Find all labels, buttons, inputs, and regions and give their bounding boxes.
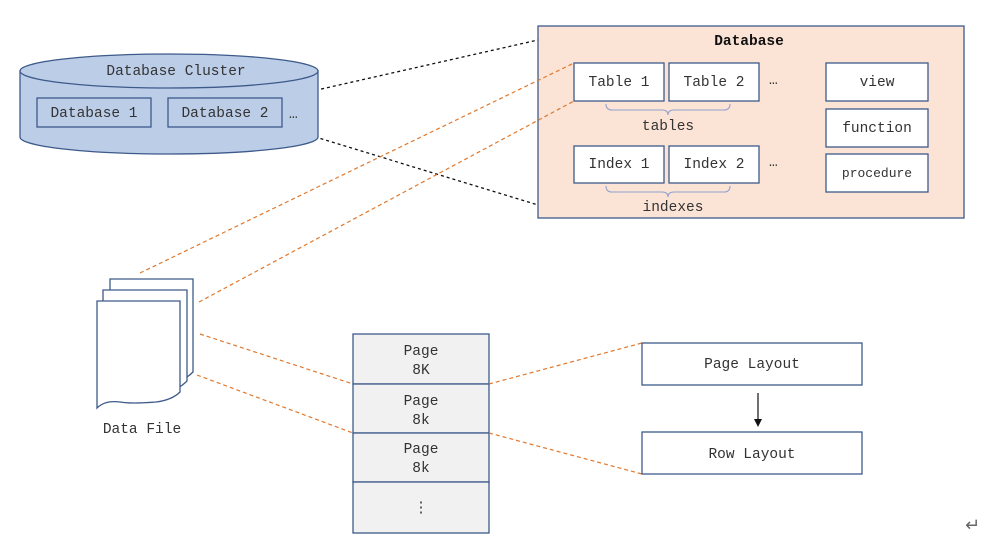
row-layout-label: Row Layout	[708, 447, 795, 463]
data-file-icon	[96, 278, 194, 410]
function-label: function	[842, 121, 912, 137]
page-1-block[interactable]	[352, 333, 490, 385]
page-2-line2: 8k	[412, 413, 429, 429]
page-to-pagelayout-connector	[488, 342, 643, 385]
tables-more-ellipsis: …	[769, 73, 778, 89]
page-3-line1: Page	[404, 442, 439, 458]
cluster-to-panel-top-connector	[285, 39, 539, 98]
database-1-box[interactable]	[36, 97, 152, 128]
table-2-label: Table 2	[684, 75, 745, 91]
page-3-block[interactable]	[352, 432, 490, 483]
datafile-to-page1-connector	[199, 333, 354, 385]
view-box[interactable]	[825, 62, 929, 102]
datafile-to-table1-connector	[139, 62, 575, 274]
index-1-label: Index 1	[589, 157, 650, 173]
datafile-to-table1-bottom-connector	[198, 100, 575, 303]
row-layout-box[interactable]	[641, 431, 863, 475]
table-1-box[interactable]	[573, 62, 665, 102]
page-more-ellipsis: ⋮	[414, 501, 429, 517]
tables-brace	[605, 103, 731, 116]
database-cluster-title: Database Cluster	[106, 64, 245, 80]
page-1-line2: 8K	[412, 363, 430, 379]
indexes-caption: indexes	[643, 200, 704, 216]
return-glyph: ↵	[965, 515, 980, 536]
index-1-box[interactable]	[573, 145, 665, 184]
page-layout-label: Page Layout	[704, 357, 800, 373]
tables-caption: tables	[642, 119, 694, 135]
page-1-line1: Page	[404, 344, 439, 360]
database-more-ellipsis: …	[289, 107, 298, 123]
procedure-box[interactable]	[825, 153, 929, 193]
page-3-line2: 8k	[412, 461, 429, 477]
database-1-label: Database 1	[50, 106, 137, 122]
data-file-label: Data File	[103, 422, 181, 438]
indexes-brace	[605, 185, 731, 198]
table-2-box[interactable]	[668, 62, 760, 102]
page-to-rowlayout-connector	[488, 432, 643, 475]
database-panel-title: Database	[714, 34, 784, 50]
view-label: view	[860, 75, 895, 91]
layout-arrow-head	[754, 419, 762, 427]
database-2-box[interactable]	[167, 97, 283, 128]
page-2-line1: Page	[404, 394, 439, 410]
index-2-label: Index 2	[684, 157, 745, 173]
database-2-label: Database 2	[181, 106, 268, 122]
function-box[interactable]	[825, 108, 929, 148]
indexes-more-ellipsis: …	[769, 155, 778, 171]
page-more-block	[352, 481, 490, 534]
datafile-to-page2-connector	[196, 374, 354, 434]
page-2-block[interactable]	[352, 383, 490, 434]
table-1-label: Table 1	[589, 75, 650, 91]
index-2-box[interactable]	[668, 145, 760, 184]
cluster-to-panel-bottom-connector	[285, 127, 539, 206]
procedure-label: procedure	[842, 166, 912, 181]
page-layout-box[interactable]	[641, 342, 863, 386]
